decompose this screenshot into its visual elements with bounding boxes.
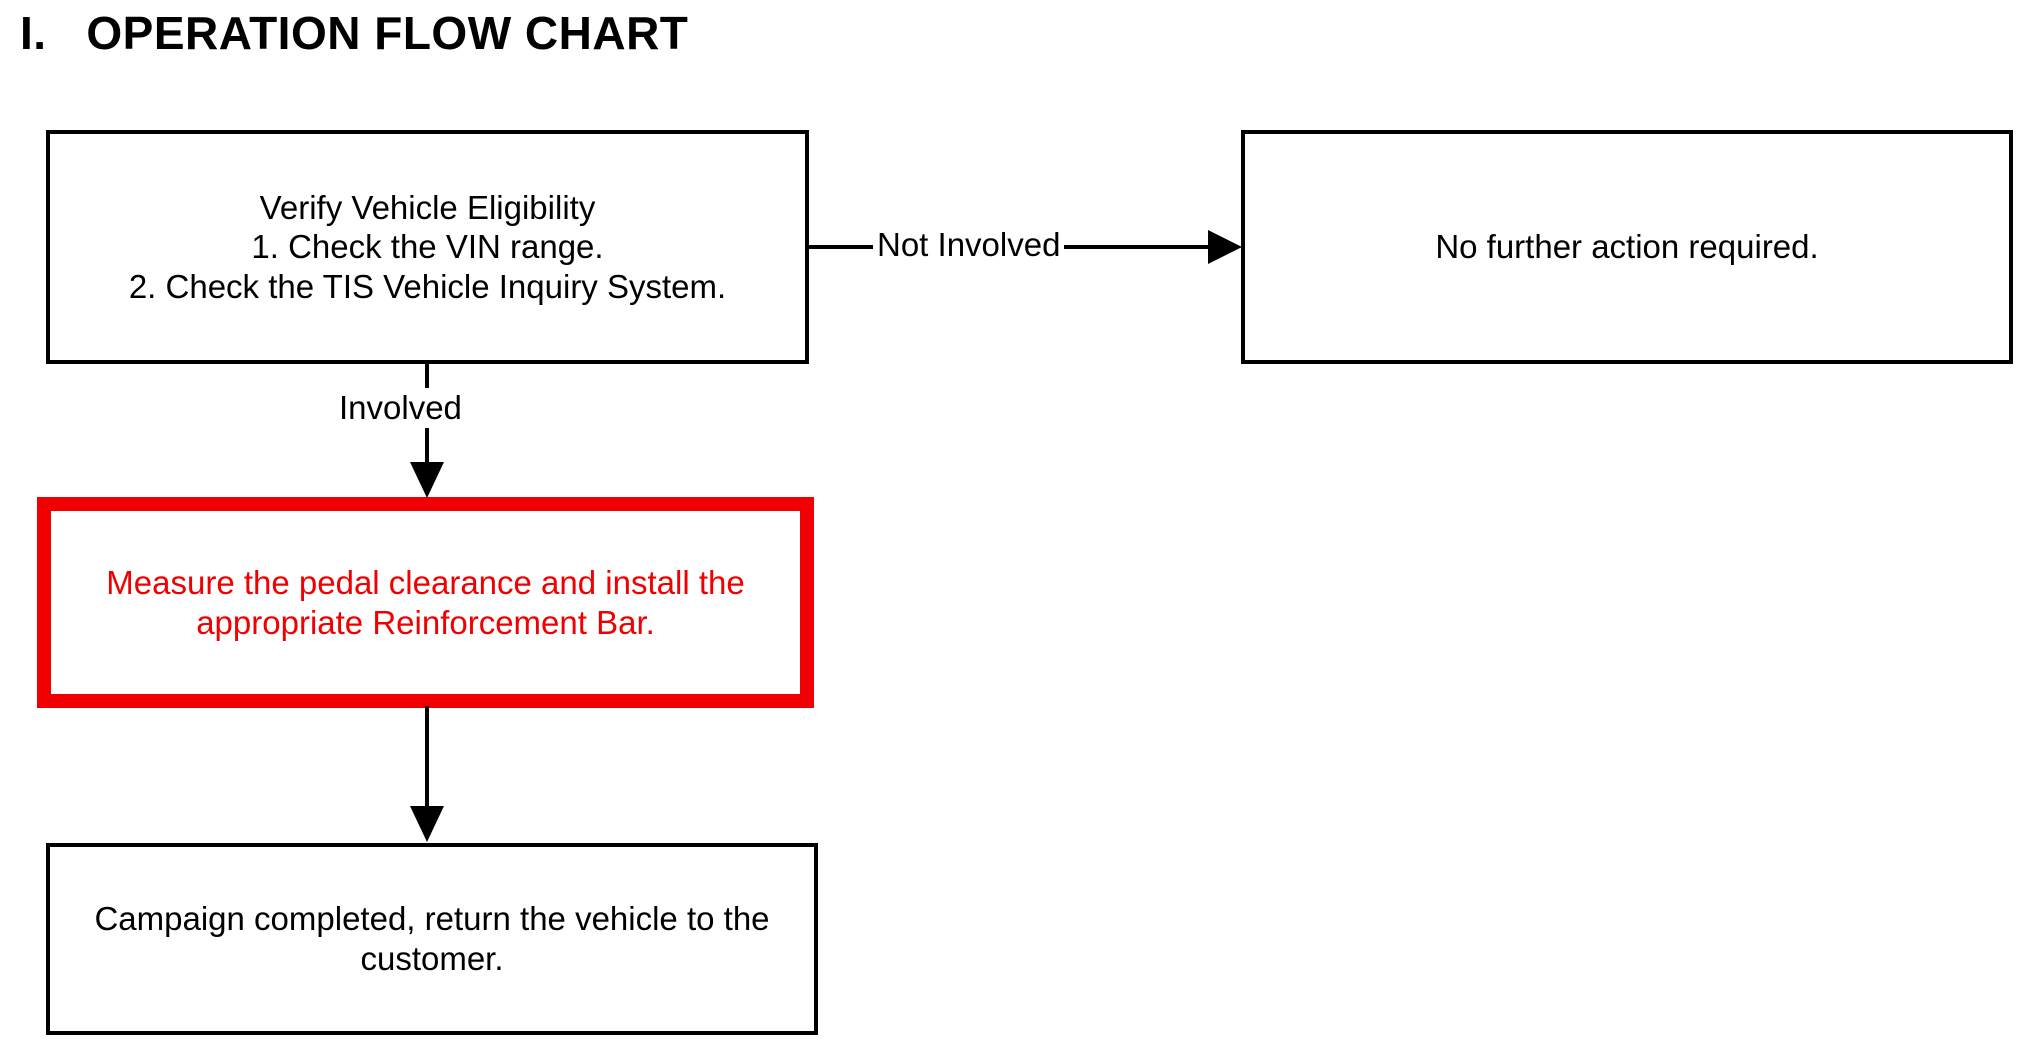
node-no-further-action-label: No further action required. <box>1435 228 1819 266</box>
node-measure-pedal-clearance: Measure the pedal clearance and install … <box>37 497 814 708</box>
edge-line-measure-to-complete <box>425 706 429 806</box>
page-title-text: OPERATION FLOW CHART <box>86 7 689 59</box>
arrowhead-down-icon <box>410 462 444 498</box>
node-campaign-completed: Campaign completed, return the vehicle t… <box>46 843 818 1035</box>
arrowhead-down-icon-2 <box>410 806 444 842</box>
node-campaign-completed-label: Campaign completed, return the vehicle t… <box>94 900 770 977</box>
edge-label-not-involved: Not Involved <box>873 225 1065 266</box>
node-no-further-action: No further action required. <box>1241 130 2013 364</box>
node-measure-pedal-clearance-label: Measure the pedal clearance and install … <box>106 563 745 641</box>
node-verify-vehicle-eligibility-label: Verify Vehicle Eligibility 1. Check the … <box>128 188 727 305</box>
page-title: I. OPERATION FLOW CHART <box>20 8 688 59</box>
edge-label-involved: Involved <box>335 388 466 429</box>
page-title-numeral: I. <box>20 7 47 59</box>
arrowhead-right-icon <box>1208 230 1242 264</box>
node-verify-vehicle-eligibility: Verify Vehicle Eligibility 1. Check the … <box>46 130 809 364</box>
